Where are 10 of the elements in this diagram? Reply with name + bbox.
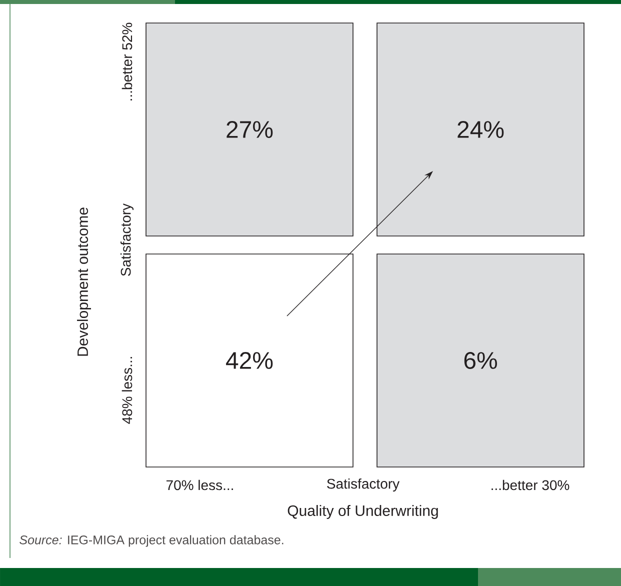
quadrant-box: 6% (376, 254, 584, 468)
axis-tick-label: Satisfactory (120, 203, 134, 276)
axis-title: Development outcome (77, 208, 91, 356)
axis-tick-label: Satisfactory (327, 478, 400, 492)
source-note: Source: IEG-MIGA project evaluation database. (20, 535, 284, 547)
quadrant-box: 24% (376, 22, 584, 236)
quadrant-box: 27% (146, 22, 354, 236)
arrow (286, 171, 433, 316)
quadrant-box: 42% (146, 254, 354, 468)
axis-title: Quality of Underwriting (288, 505, 438, 519)
